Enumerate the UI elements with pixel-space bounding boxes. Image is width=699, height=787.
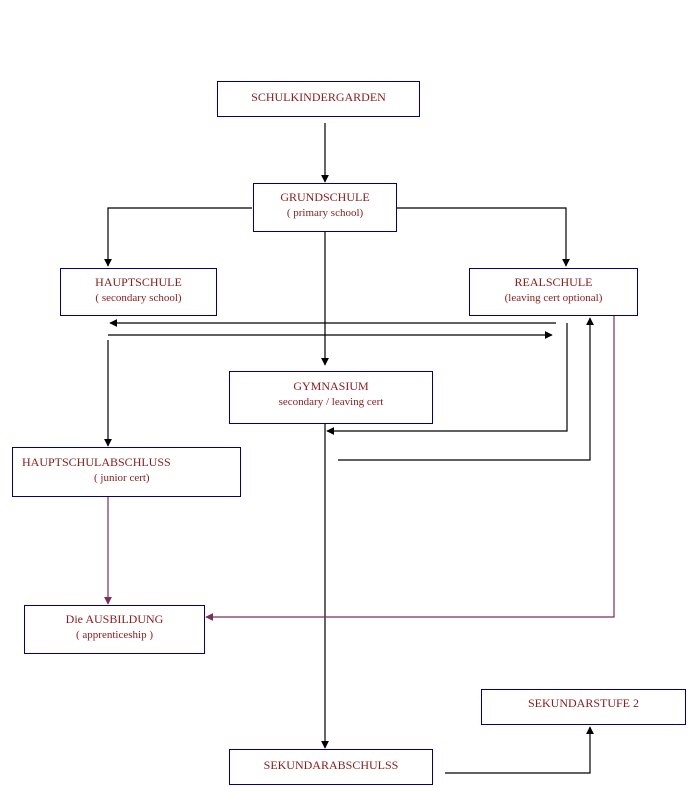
node-sekundarstufe2: SEKUNDARSTUFE 2 xyxy=(481,689,686,725)
node-ausbildung: Die AUSBILDUNG ( apprenticeship ) xyxy=(24,605,205,654)
node-subtitle: ( secondary school) xyxy=(95,292,182,304)
arrow-realschule-to-ausbildung xyxy=(205,316,615,621)
node-title: Die AUSBILDUNG xyxy=(65,612,164,626)
node-title: GYMNASIUM xyxy=(293,379,369,393)
arrow-grundschule-to-realschule xyxy=(397,207,570,267)
node-title: HAUPTSCHULABSCHLUSS xyxy=(22,455,171,469)
node-gymnasium: GYMNASIUM secondary / leaving cert xyxy=(229,371,433,424)
arrow-sekundarabschulss-to-sekundarstufe2 xyxy=(445,726,594,774)
node-subtitle: secondary / leaving cert xyxy=(278,396,384,408)
node-title: SEKUNDARABSCHULSS xyxy=(263,758,399,772)
arrow-realschule-to-gymnasium xyxy=(326,323,568,435)
node-title: HAUPTSCHULE xyxy=(95,275,182,289)
node-subtitle: ( primary school) xyxy=(286,207,364,219)
node-title: GRUNDSCHULE xyxy=(280,190,370,204)
node-grundschule: GRUNDSCHULE ( primary school) xyxy=(253,183,397,232)
node-hauptschule: HAUPTSCHULE ( secondary school) xyxy=(60,268,217,316)
node-subtitle: ( apprenticeship ) xyxy=(76,629,153,641)
node-title: SCHULKINDERGARDEN xyxy=(251,90,386,104)
node-schulkindergarden: SCHULKINDERGARDEN xyxy=(217,81,420,117)
node-hauptschulabschluss: HAUPTSCHULABSCHLUSS ( junior cert) xyxy=(12,447,241,497)
node-sekundarabschulss: SEKUNDARABSCHULSS xyxy=(229,749,433,785)
node-subtitle: ( junior cert) xyxy=(94,472,150,484)
node-realschule: REALSCHULE (leaving cert optional) xyxy=(469,268,638,316)
arrow-gymnasium-to-realschule xyxy=(338,317,594,461)
node-title: REALSCHULE xyxy=(514,275,593,289)
arrow-grundschule-to-hauptschule xyxy=(104,207,252,267)
node-subtitle: (leaving cert optional) xyxy=(504,292,603,304)
node-title: SEKUNDARSTUFE 2 xyxy=(527,696,639,710)
